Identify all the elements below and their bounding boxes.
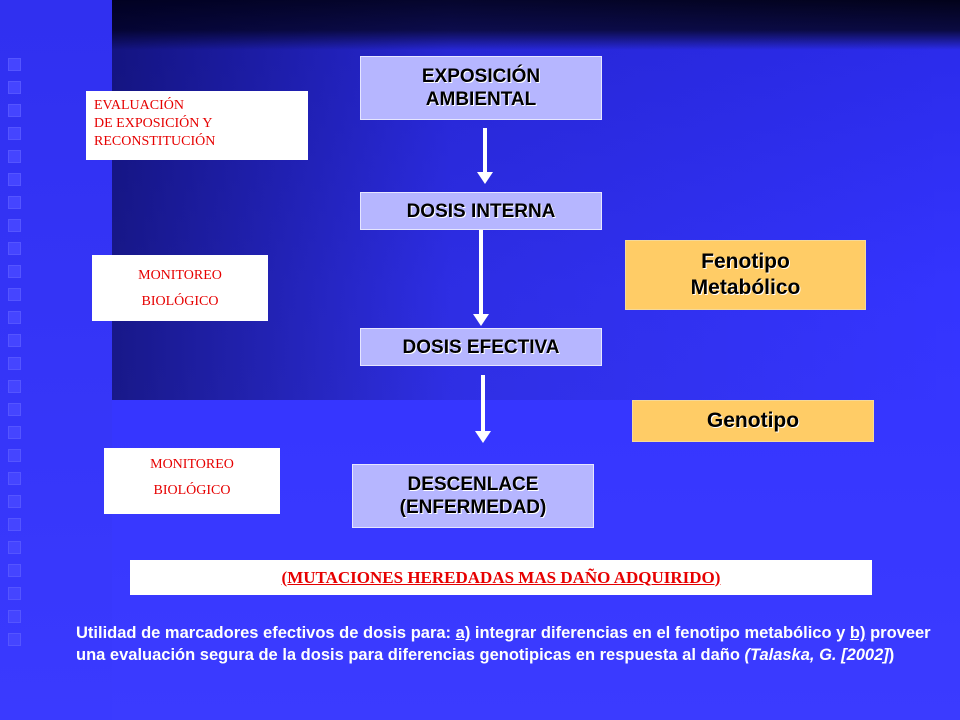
footer-caption: Utilidad de marcadores efectivos de dosi… — [76, 622, 936, 666]
genotipo-label: Genotipo — [706, 409, 800, 432]
box-exposicion-ambiental: EXPOSICIÓN AMBIENTAL — [360, 56, 602, 120]
box-genotipo: Genotipo — [632, 400, 874, 442]
arrow-down-3 — [475, 375, 491, 443]
box-evaluacion: EVALUACIÓN DE EXPOSICIÓN Y RECONSTITUCIÓ… — [86, 91, 308, 160]
footer-citation: (Talaska, G. [2002] — [744, 646, 889, 664]
monitoreo-2-line-2: BIOLÓGICO — [153, 483, 231, 498]
monitoreo-2-line-1: MONITOREO — [150, 457, 234, 472]
footer-marker-b: b) — [849, 624, 866, 642]
banner-label: (MUTACIONES HEREDADAS MAS DAÑO ADQUIRIDO… — [281, 567, 721, 587]
evaluacion-line-1: EVALUACIÓN — [94, 98, 184, 113]
arrow-down-1 — [477, 128, 493, 184]
box-monitoreo-2: MONITOREO BIOLÓGICO — [104, 448, 280, 514]
box-fenotipo-metabolico: Fenotipo Metabólico — [625, 240, 866, 310]
arrow-down-2 — [473, 230, 489, 326]
evaluacion-line-3: RECONSTITUCIÓN — [94, 134, 216, 149]
decorative-squares — [8, 58, 24, 656]
box-descenlace-label: DESCENLACE (ENFERMEDAD) — [399, 474, 547, 518]
box-descenlace: DESCENLACE (ENFERMEDAD) — [352, 464, 594, 528]
banner-mutaciones: (MUTACIONES HEREDADAS MAS DAÑO ADQUIRIDO… — [130, 560, 872, 595]
monitoreo-1-line-1: MONITOREO — [138, 268, 222, 283]
box-dosis-interna-label: DOSIS INTERNA — [406, 200, 556, 222]
box-exposicion-label: EXPOSICIÓN AMBIENTAL — [421, 66, 541, 110]
footer-text-3: proveer una evaluación segura de la dosi… — [76, 624, 931, 664]
footer-text-4: ) — [888, 646, 895, 664]
evaluacion-line-2: DE EXPOSICIÓN Y — [94, 116, 213, 131]
footer-text-1: Utilidad de marcadores efectivos de dosi… — [76, 624, 456, 642]
box-dosis-interna: DOSIS INTERNA — [360, 192, 602, 230]
footer-text-2: integrar diferencias en el fenotipo meta… — [470, 624, 850, 642]
footer-marker-a: a) — [455, 624, 471, 642]
box-dosis-efectiva-label: DOSIS EFECTIVA — [402, 336, 560, 358]
fenotipo-label: Fenotipo Metabólico — [690, 250, 801, 299]
monitoreo-1-line-2: BIOLÓGICO — [141, 294, 219, 309]
box-dosis-efectiva: DOSIS EFECTIVA — [360, 328, 602, 366]
box-monitoreo-1: MONITOREO BIOLÓGICO — [92, 255, 268, 321]
